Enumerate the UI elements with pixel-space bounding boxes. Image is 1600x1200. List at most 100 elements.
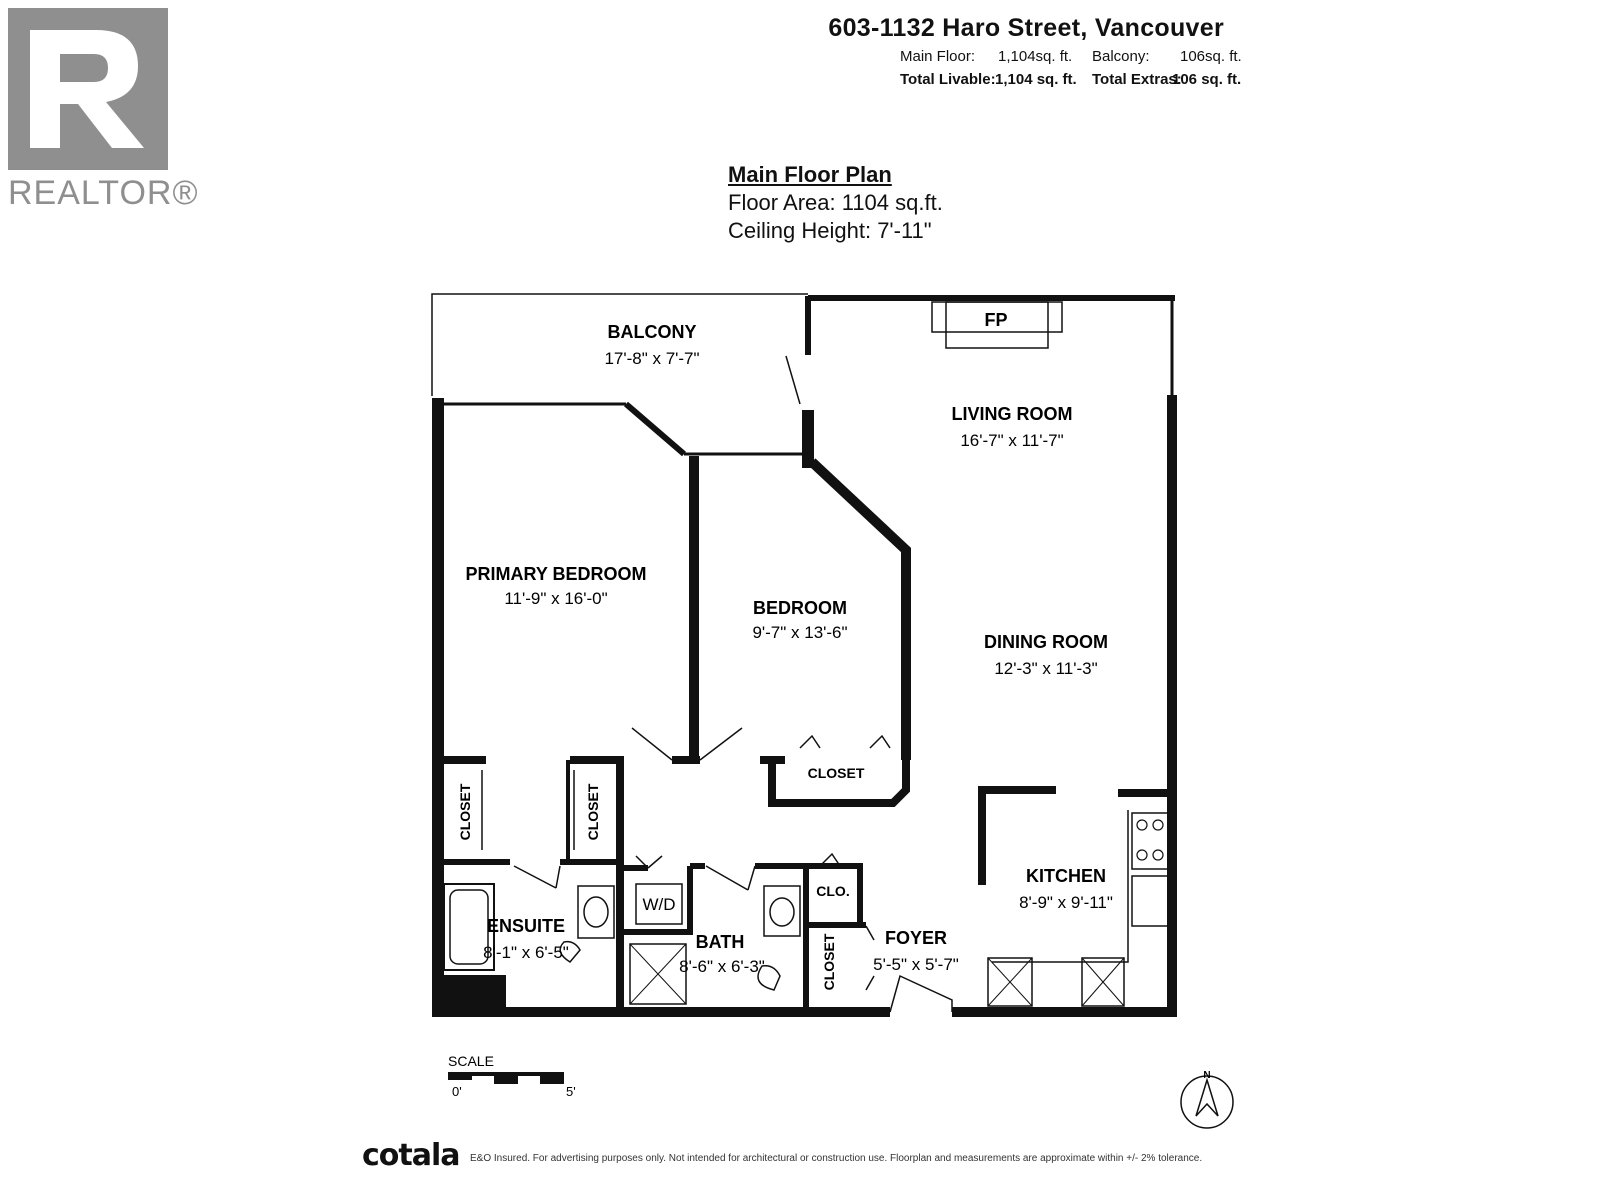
dishwasher-diagonal xyxy=(1081,957,1125,1007)
realtor-r-mark xyxy=(8,8,168,170)
washer-dryer-box xyxy=(635,883,683,925)
living-room-name: LIVING ROOM xyxy=(952,404,1073,424)
bath-door xyxy=(705,865,756,891)
fridge xyxy=(987,957,1033,1007)
fireplace-label: FP xyxy=(984,310,1007,330)
fridge-diagonal xyxy=(987,957,1033,1007)
bathtub-inner xyxy=(449,889,489,965)
ensuite-toilet xyxy=(559,940,581,963)
burner xyxy=(1136,849,1148,861)
total-extras-value: 106 sq. ft. xyxy=(1172,71,1242,88)
total-extras-label: Total Extras: xyxy=(1092,71,1182,88)
bath-dims: 8'-6" x 6'-3" xyxy=(679,957,765,976)
bedroom-dims: 9'-7" x 13'-6" xyxy=(752,623,847,642)
bath-sink xyxy=(769,897,795,927)
bathtub xyxy=(443,883,495,971)
compass-arrow xyxy=(1195,1077,1219,1117)
dishwasher xyxy=(1081,957,1125,1007)
walls xyxy=(431,293,1177,1017)
foyer-name: FOYER xyxy=(885,928,947,948)
north-compass-icon: N xyxy=(1180,1070,1234,1129)
scale-bar-top xyxy=(448,1072,564,1076)
bath-toilet xyxy=(757,964,781,991)
scale-end: 5' xyxy=(566,1084,576,1099)
compass-north-label: N xyxy=(1203,1070,1210,1081)
plan-title: Main Floor Plan xyxy=(728,162,892,187)
scale-segment xyxy=(540,1076,564,1084)
compass-ring xyxy=(1180,1075,1234,1129)
balcony-area-value: 106sq. ft. xyxy=(1180,48,1242,65)
wd-closet-wall xyxy=(620,866,693,935)
balcony-name: BALCONY xyxy=(608,322,697,342)
primary-bedroom-dims: 11'-9" x 16'-0" xyxy=(504,589,607,608)
cotala-logo: cotala xyxy=(362,1138,461,1173)
kitchen-dims: 8'-9" x 9'-11" xyxy=(1019,893,1113,912)
shower-diagonal xyxy=(629,943,687,1005)
living-room-dims: 16'-7" x 11'-7" xyxy=(960,431,1063,450)
ensuite-duct xyxy=(440,975,506,1013)
bedroom-angled-wall xyxy=(808,458,911,760)
total-livable-value: 1,104 sq. ft. xyxy=(995,71,1077,88)
kitchen-name: KITCHEN xyxy=(1026,866,1106,886)
balcony-dims: 17'-8" x 7'-7" xyxy=(604,349,699,368)
balcony-area-label: Balcony: xyxy=(1092,48,1150,65)
scale-segment xyxy=(494,1076,518,1084)
closet-wall xyxy=(570,756,624,870)
foyer-closet-door xyxy=(865,925,875,991)
balcony-outline xyxy=(431,293,808,396)
main-floor-value: 1,104sq. ft. xyxy=(998,48,1073,65)
bath-wall xyxy=(755,863,863,925)
cooktop xyxy=(1131,812,1169,870)
listing-header: 603-1132 Haro Street, Vancouver xyxy=(828,14,1224,43)
fireplace-box xyxy=(945,301,1049,349)
bedroom-doors xyxy=(631,727,743,761)
ensuite-sink xyxy=(583,896,609,928)
bath-name: BATH xyxy=(696,932,745,952)
dining-room-name: DINING ROOM xyxy=(984,632,1108,652)
bedroom-closet-label: CLOSET xyxy=(808,765,865,781)
scale-bar: SCALE 0' 5' xyxy=(448,1053,576,1099)
ceiling-height: Ceiling Height: 7'-11" xyxy=(728,218,932,243)
ensuite-name: ENSUITE xyxy=(487,916,565,936)
bedroom-name: BEDROOM xyxy=(753,598,847,618)
balcony-door xyxy=(785,355,801,405)
wd-door xyxy=(635,855,663,869)
closet-doors xyxy=(799,734,891,749)
primary-bedroom-name: PRIMARY BEDROOM xyxy=(465,564,646,584)
burner xyxy=(1152,819,1164,831)
kitchen-counter xyxy=(992,810,1129,963)
foyer-closet-label: CLOSET xyxy=(821,933,837,990)
clo-door xyxy=(819,852,841,867)
floor-area: Floor Area: 1104 sq.ft. xyxy=(728,190,943,215)
clo-label: CLO. xyxy=(816,883,849,899)
bath-vanity xyxy=(763,885,801,937)
washer-dryer-label: W/D xyxy=(642,895,675,914)
realtor-wordmark: REALTOR® xyxy=(8,174,199,212)
scale-title: SCALE xyxy=(448,1053,494,1069)
plan-heading: Main Floor Plan Floor Area: 1104 sq.ft. … xyxy=(728,162,943,244)
ensuite-dims: 8'-1" x 6'-5" xyxy=(483,943,569,962)
scale-start: 0' xyxy=(452,1084,462,1099)
shower xyxy=(629,943,687,1005)
angled-bay-wall xyxy=(624,401,686,457)
burner xyxy=(1152,849,1164,861)
disclaimer: E&O Insured. For advertising purposes on… xyxy=(470,1153,1203,1164)
ensuite-door xyxy=(513,865,561,889)
entry-door xyxy=(889,974,953,1013)
primary-closet-right-label: CLOSET xyxy=(585,783,601,840)
main-floor-label: Main Floor: xyxy=(900,48,976,65)
property-address: 603-1132 Haro Street, Vancouver xyxy=(828,14,1224,42)
kitchen-peninsula xyxy=(978,786,1056,885)
burner xyxy=(1136,819,1148,831)
area-summary: Main Floor: 1,104sq. ft. Balcony: 106sq.… xyxy=(0,48,1600,98)
dining-room-dims: 12'-3" x 11'-3" xyxy=(994,659,1097,678)
bedroom-closet-walls xyxy=(768,760,910,807)
primary-closet-left-label: CLOSET xyxy=(457,783,473,840)
scale-segment xyxy=(448,1072,472,1080)
total-livable-label: Total Livable: xyxy=(900,71,996,88)
kitchen-sink xyxy=(1131,875,1169,927)
ensuite-vanity xyxy=(577,885,615,939)
realtor-logo: REALTOR® xyxy=(8,8,198,218)
foyer-dims: 5'-5" x 5'-7" xyxy=(873,955,959,974)
